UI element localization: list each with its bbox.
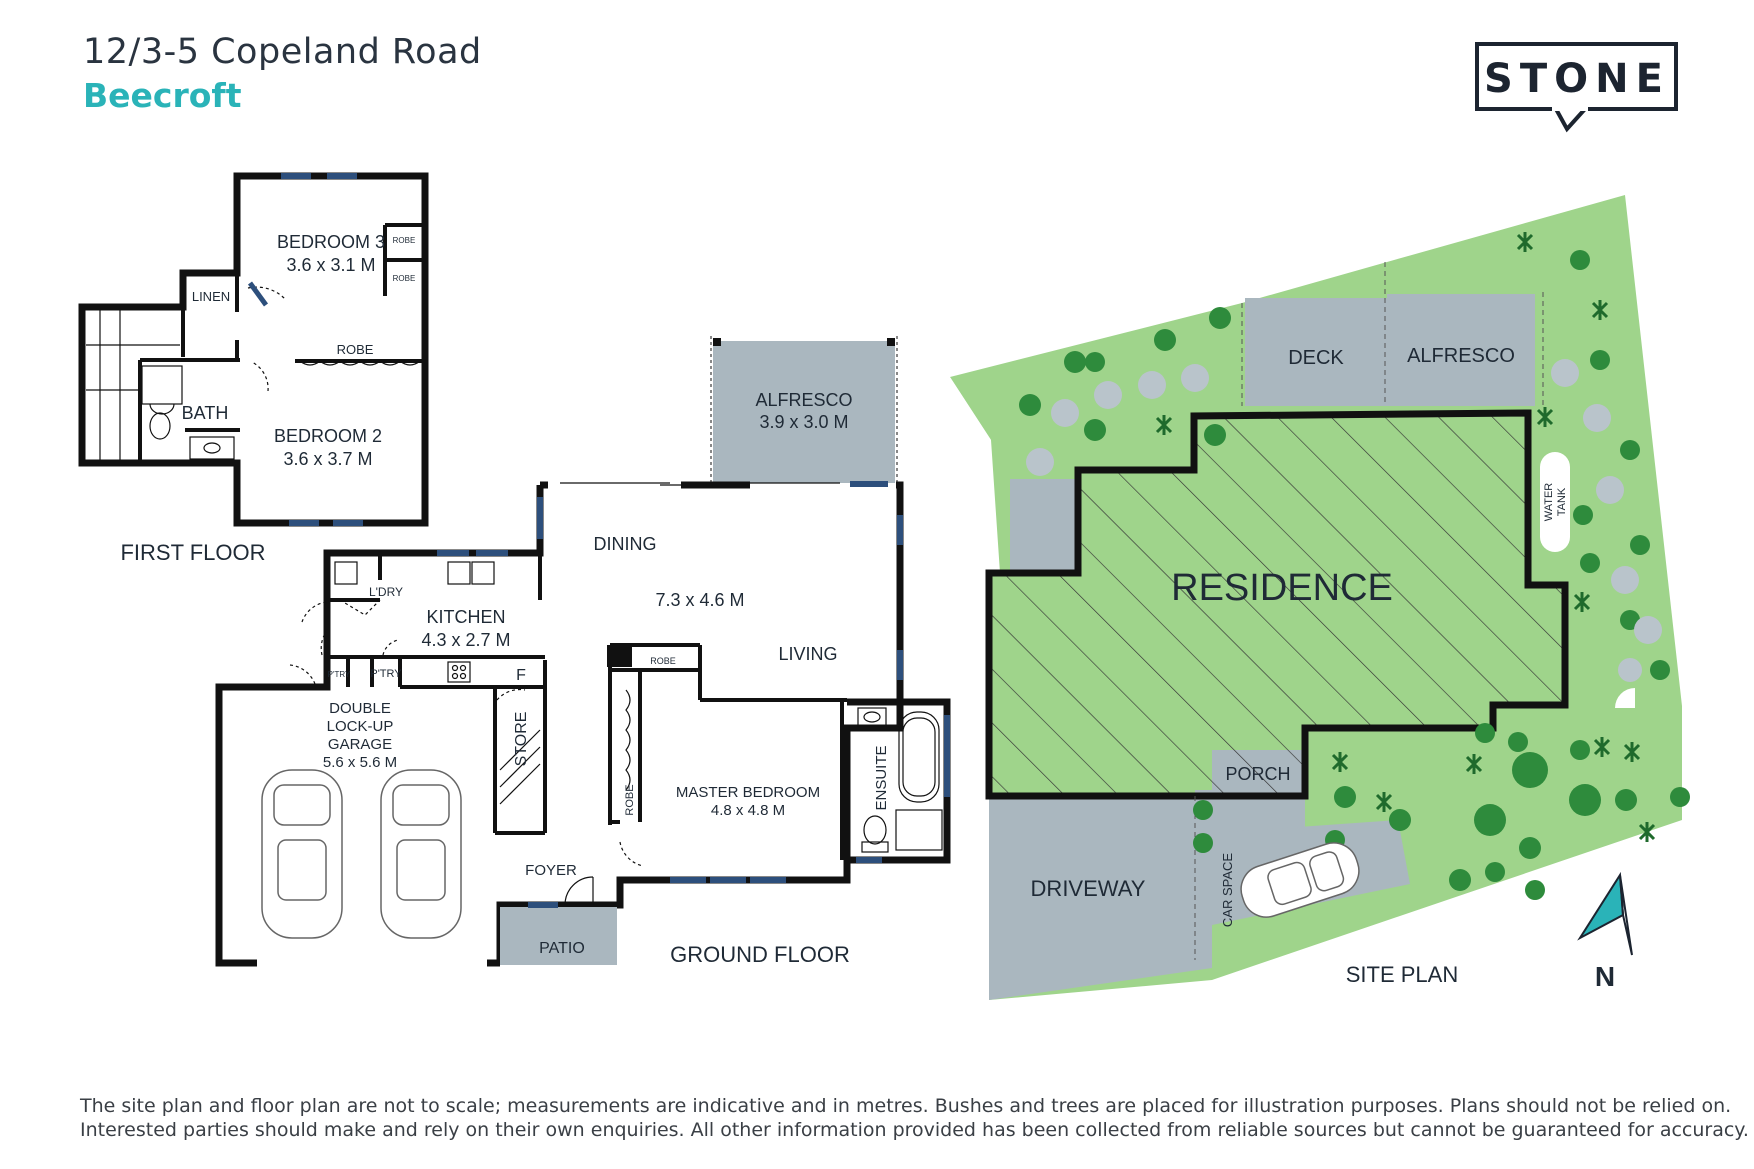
ground-floor-caption: GROUND FLOOR [670, 942, 850, 967]
ground-floor-dining-label: DINING [594, 534, 657, 554]
ground-floor-garage-size: 5.6 x 5.6 M [323, 754, 397, 771]
first-floor-plan [78, 172, 429, 527]
ground-floor-robe-top: ROBE [650, 656, 676, 666]
site-plan-residence-label: RESIDENCE [1171, 567, 1393, 609]
ground-floor-fridge-label: F [516, 667, 526, 684]
patio-area [500, 907, 617, 965]
logo-text: STONE [1484, 56, 1670, 102]
ground-floor-store-label: STORE [513, 712, 530, 767]
ground-floor-master-size: 4.8 x 4.8 M [711, 802, 785, 819]
first-floor-bedroom3-name: BEDROOM 3 [277, 232, 385, 252]
ground-floor-master-name: MASTER BEDROOM [676, 784, 820, 801]
ground-floor-robe-side: ROBE [624, 784, 636, 815]
site-plan-caption: SITE PLAN [1346, 962, 1458, 987]
first-floor-bedroom3-size: 3.6 x 3.1 M [286, 255, 375, 275]
north-arrow-icon [1577, 871, 1633, 956]
first-floor-bedroom2-name: BEDROOM 2 [274, 426, 382, 446]
ground-floor-alfresco [710, 336, 898, 483]
site-plan-deck-label: DECK [1288, 347, 1344, 369]
garage-car-2 [380, 769, 462, 939]
ground-floor-alfresco-name: ALFRESCO [755, 390, 852, 410]
ground-floor-living-label: LIVING [778, 644, 837, 664]
ground-floor-foyer-label: FOYER [525, 862, 577, 879]
residence-footprint [985, 409, 1569, 800]
first-floor-robe-label: ROBE [337, 342, 374, 357]
site-plan-alfresco-label: ALFRESCO [1407, 345, 1515, 367]
ground-floor-alfresco-size: 3.9 x 3.0 M [759, 412, 848, 432]
site-plan-water-tank-2: TANK [1556, 487, 1568, 516]
ground-floor-living-size: 7.3 x 4.6 M [655, 590, 744, 610]
first-floor-bath-label: BATH [182, 403, 229, 423]
north-label: N [1595, 961, 1615, 992]
ground-floor-ensuite-label: ENSUITE [873, 745, 890, 810]
stone-logo: STONE [1475, 42, 1678, 133]
ground-floor-patio-label: PATIO [539, 940, 585, 957]
ground-floor-kitchen-name: KITCHEN [426, 607, 505, 627]
site-plan-water-tank-1: WATER [1543, 483, 1555, 522]
first-floor-caption: FIRST FLOOR [120, 540, 265, 565]
site-plan-car-space-label: CAR SPACE [1220, 853, 1235, 927]
site-car [1240, 842, 1360, 918]
ground-floor-laundry-label: L'DRY [369, 585, 403, 599]
ground-floor-kitchen-size: 4.3 x 2.7 M [421, 630, 510, 650]
first-floor-bedroom2-size: 3.6 x 3.7 M [283, 449, 372, 469]
property-address: 12/3-5 Copeland Road [83, 32, 482, 72]
first-floor-robe-small-1: ROBE [393, 236, 416, 245]
ground-floor-garage-line2: LOCK-UP [327, 718, 394, 735]
ground-floor-garage-line1: DOUBLE [329, 700, 391, 717]
first-floor-robe-small-2: ROBE [393, 274, 416, 283]
disclaimer: The site plan and floor plan are not to … [80, 1094, 1749, 1142]
garage-car-1 [261, 769, 343, 939]
ground-floor-pantry-1: P'TRY [328, 670, 351, 679]
ground-floor-pantry-2: P'TRY [370, 668, 402, 680]
disclaimer-line-1: The site plan and floor plan are not to … [80, 1095, 1732, 1117]
first-floor-linen-label: LINEN [192, 289, 230, 304]
property-suburb: Beecroft [83, 76, 242, 115]
site-plan-porch-label: PORCH [1225, 764, 1290, 784]
site-plan [950, 195, 1690, 1000]
ground-floor-garage-line3: GARAGE [328, 736, 392, 753]
disclaimer-line-2: Interested parties should make and rely … [80, 1119, 1749, 1141]
site-plan-driveway-label: DRIVEWAY [1031, 876, 1146, 901]
